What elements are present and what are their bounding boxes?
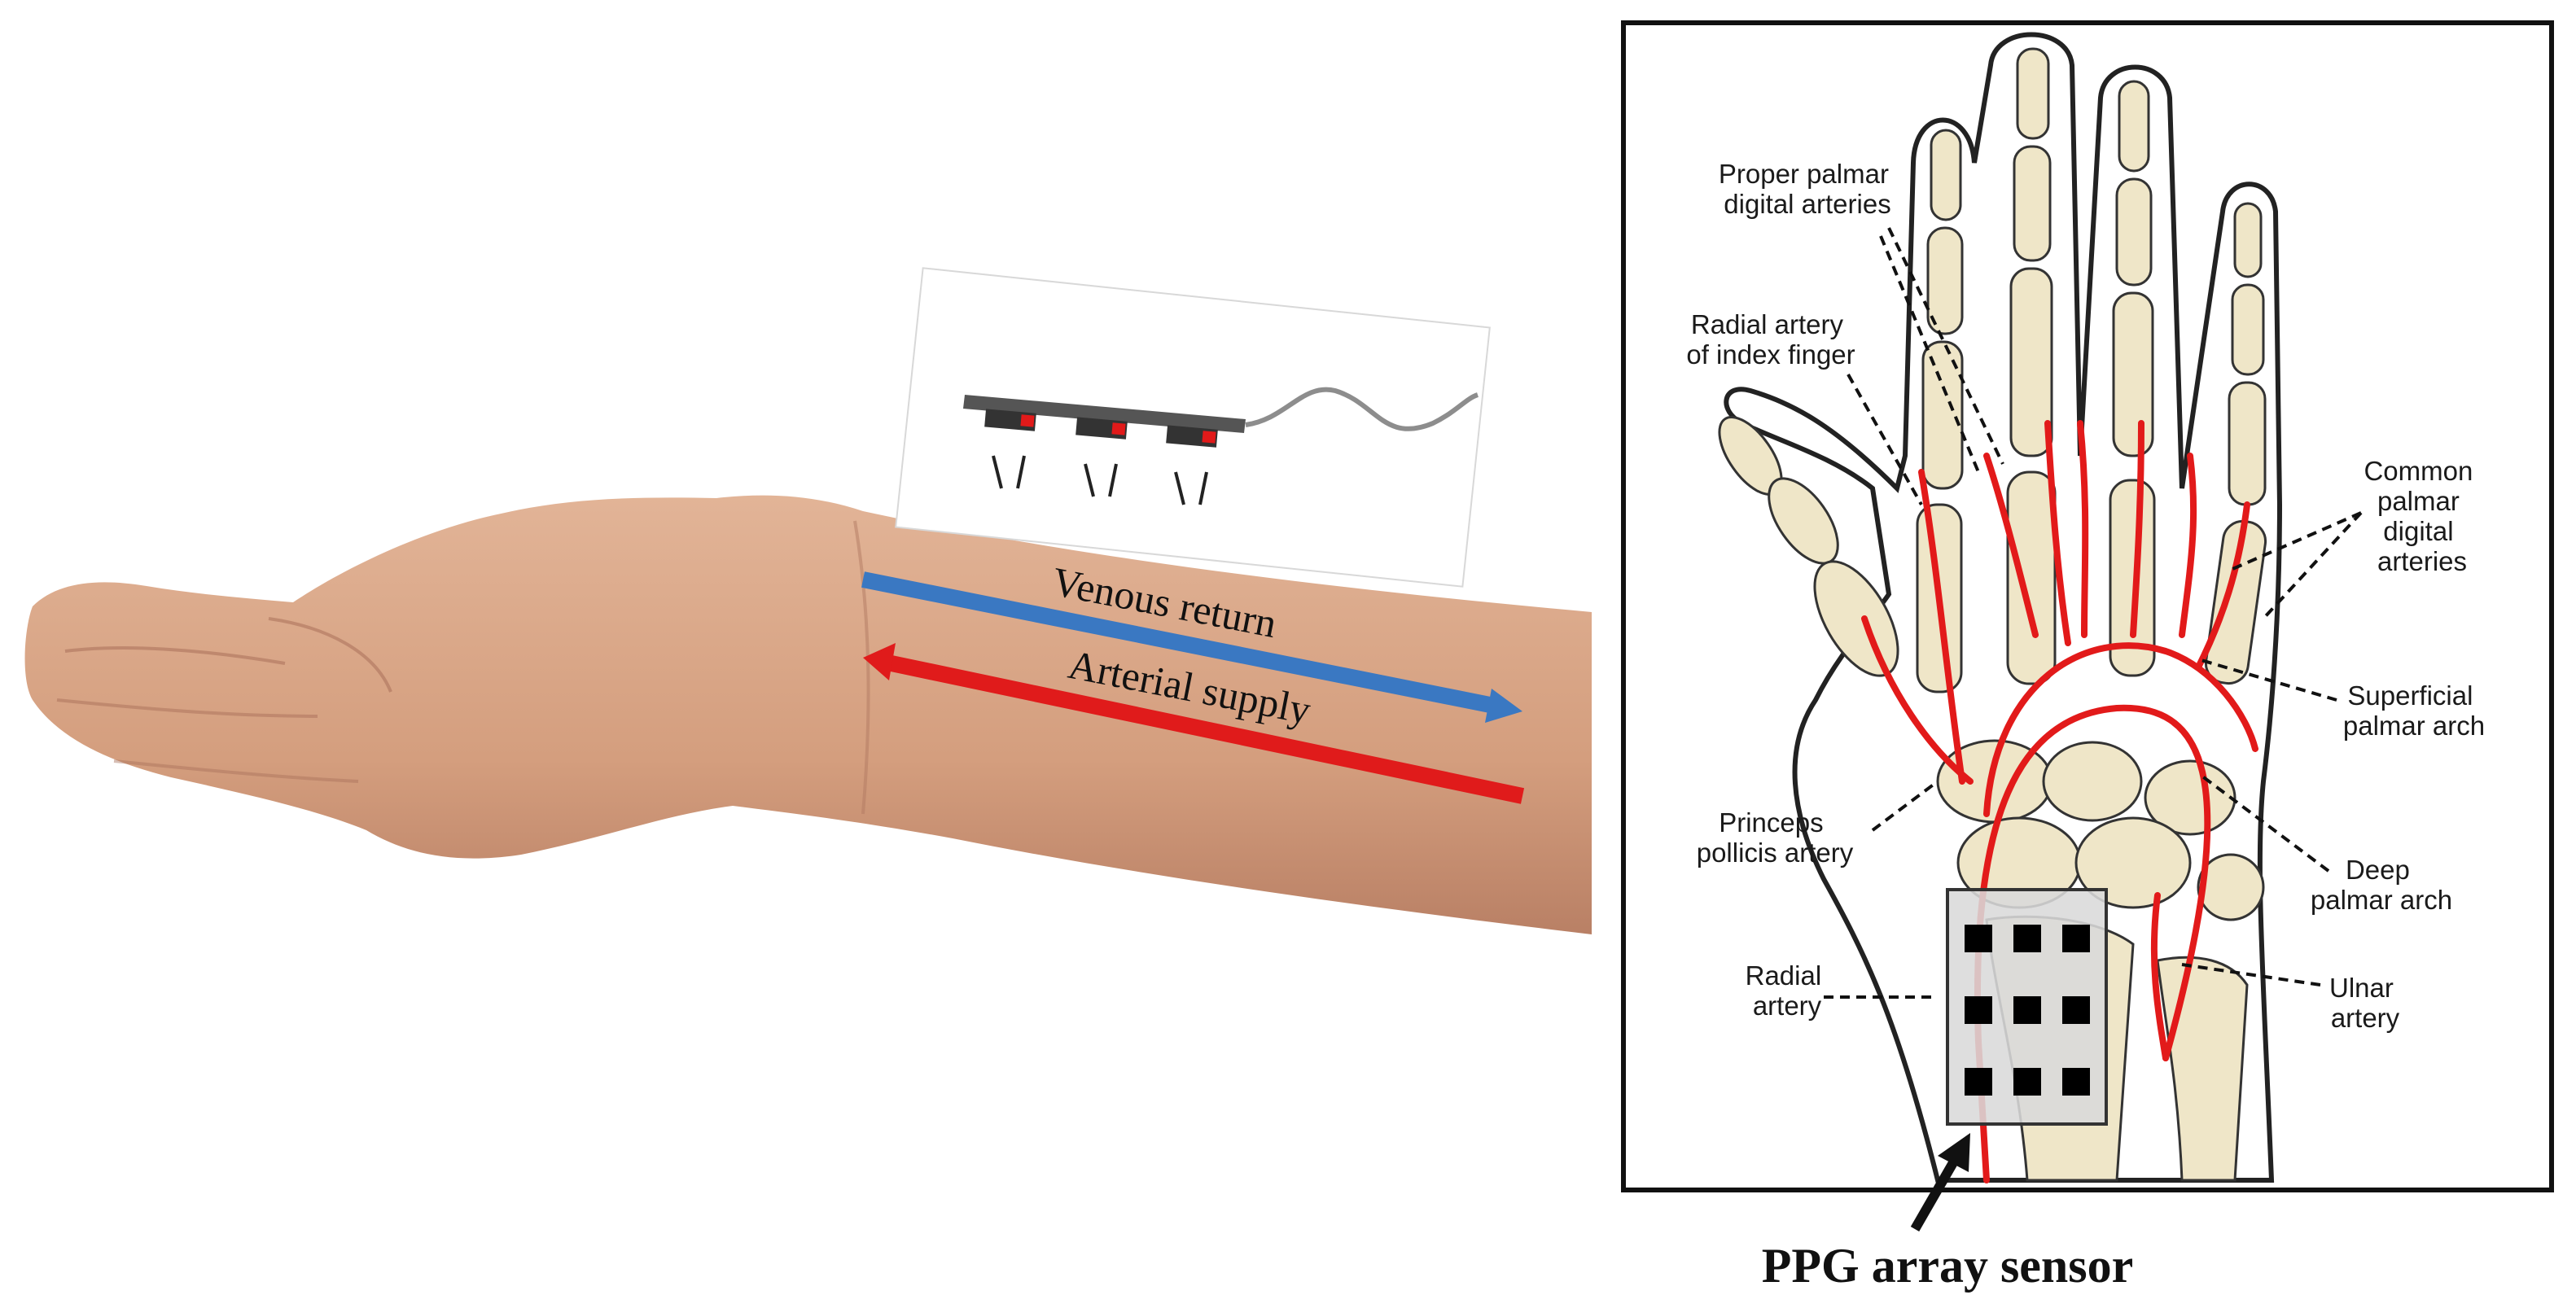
proper-digital-artery xyxy=(2044,420,2071,646)
finger-crease xyxy=(113,759,359,783)
deep-palmar-arch xyxy=(1974,704,2211,1061)
sensor-element xyxy=(1965,996,1992,1024)
middle-finger-bones xyxy=(2006,47,2057,685)
label-common-palmar: Common palmar digital arteries xyxy=(2364,456,2480,576)
thumb-crease xyxy=(268,617,392,693)
sensor-chip xyxy=(984,409,1036,431)
label-proper-palmar: Proper palmar digital arteries xyxy=(1719,159,1896,219)
finger-crease xyxy=(64,645,286,665)
sensor-chip xyxy=(1166,425,1218,448)
label-superficial-arch: Superficial palmar arch xyxy=(2343,680,2485,741)
forearm-hand-shape xyxy=(24,495,1592,934)
label-deep-arch: Deep palmar arch xyxy=(2311,855,2452,915)
sensor-element xyxy=(2062,996,2090,1024)
ring-finger-bones xyxy=(2109,80,2156,677)
superficial-palmar-arch xyxy=(1983,642,2258,817)
arm-photo: Venous return Arterial supply xyxy=(24,267,1592,934)
sensor-caption-arrow xyxy=(1910,1133,1970,1231)
ppg-array-sensor xyxy=(1946,888,2108,1126)
venous-return-arrow xyxy=(861,571,1522,723)
sensor-cable xyxy=(1245,387,1479,431)
sensor-element xyxy=(2013,996,2041,1024)
ppg-sensor-caption: PPG array sensor xyxy=(1762,1239,2134,1293)
sensor-element-grid xyxy=(1965,925,2090,1096)
proper-digital-artery xyxy=(1983,453,2039,638)
label-radial-artery: Radial artery xyxy=(1746,960,1829,1021)
arteries xyxy=(1861,420,2258,1183)
sensor-element xyxy=(2013,1068,2041,1096)
sensor-element xyxy=(1965,925,1992,952)
thumb-bones xyxy=(1718,416,1899,677)
label-ulnar-artery: Ulnar artery xyxy=(2329,973,2401,1033)
ppg-strip-sensor xyxy=(895,267,1491,588)
label-princeps: Princeps pollicis artery xyxy=(1697,807,1854,868)
sensor-element xyxy=(1965,1068,1992,1096)
ulnar-artery-line xyxy=(2150,892,2169,1061)
light-arrows xyxy=(992,455,1208,505)
sensor-element xyxy=(2062,1068,2090,1096)
sensor-element xyxy=(2062,925,2090,952)
leader-lines xyxy=(1824,227,2363,999)
proper-digital-artery xyxy=(2130,420,2144,638)
sensor-chip xyxy=(1076,417,1128,440)
arterial-supply-arrow xyxy=(863,643,1525,804)
wrist-crease xyxy=(853,520,870,815)
proper-digital-artery xyxy=(2179,453,2197,638)
proper-digital-artery xyxy=(2077,420,2089,638)
finger-crease xyxy=(56,698,318,718)
princeps-artery xyxy=(1861,615,1974,785)
sensor-element xyxy=(2013,925,2041,952)
label-radial-index: Radial artery of index finger xyxy=(1686,309,1855,370)
hand-anatomy-diagram: Proper palmar digital arteries Radial ar… xyxy=(1621,20,2554,1192)
proper-digital-artery xyxy=(2195,501,2250,671)
radial-index-artery xyxy=(1918,469,1965,785)
